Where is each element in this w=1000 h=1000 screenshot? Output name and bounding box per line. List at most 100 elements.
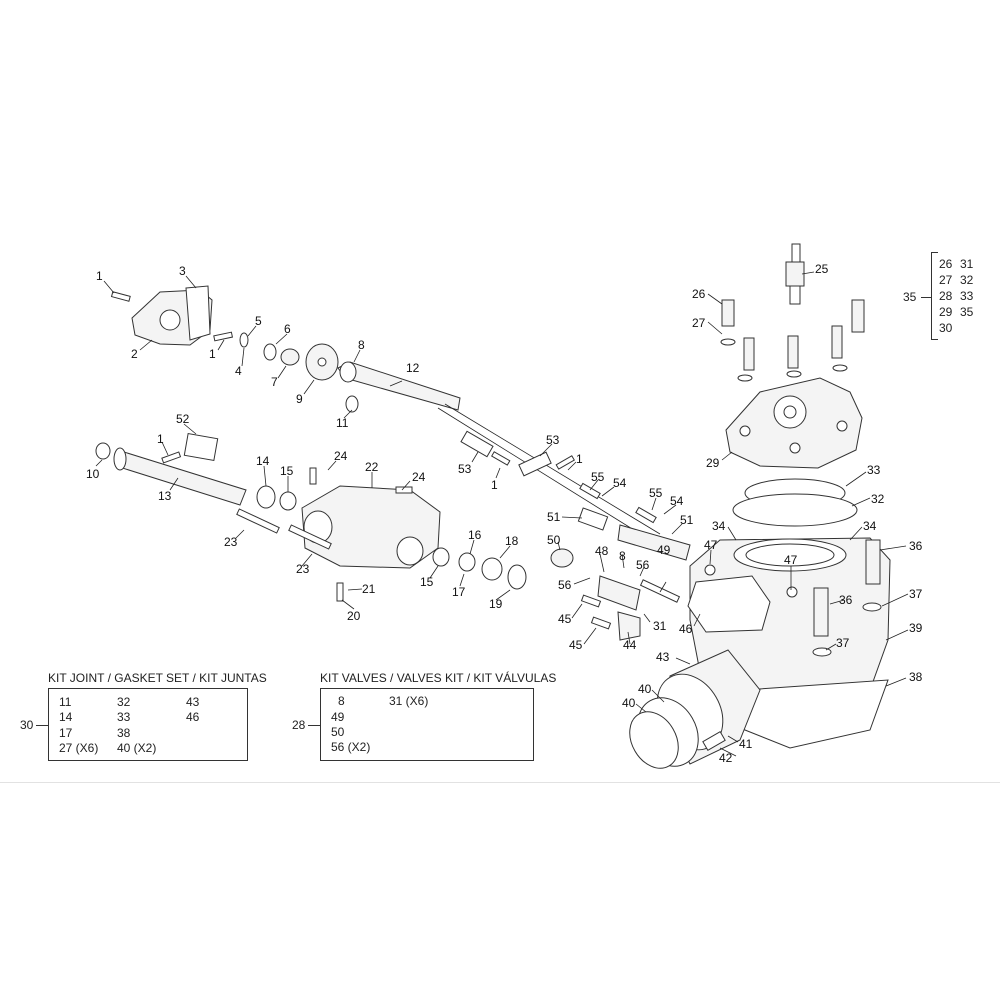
callout-53: 53 [458,462,472,476]
callout-6: 6 [284,322,291,336]
callout-43: 43 [656,650,670,664]
callout-27: 27 [692,316,706,330]
callout-46: 46 [679,622,693,636]
cylinder-block [687,537,891,749]
valves-kit-ref: 28 [292,718,306,732]
callout-1: 1 [96,269,103,283]
callout-16: 16 [468,528,482,542]
callout-31: 31 [653,619,667,633]
callout-49: 49 [657,543,671,557]
callout-17: 17 [452,585,466,599]
gasket-kit-item: 33 [117,710,131,724]
callout-52: 52 [176,412,190,426]
callout-2: 2 [131,347,138,361]
callout-54: 54 [670,494,684,508]
callout-38: 38 [909,670,923,684]
actuator-cover-part [110,285,213,346]
callout-29: 29 [706,456,720,470]
valve-lever-group [550,548,681,641]
callout-12: 12 [406,361,420,375]
head-kit-item: 31 [960,257,974,271]
callout-51: 51 [547,510,561,524]
head-kit-item: 35 [960,305,974,319]
callout-23: 23 [224,535,238,549]
callout-37: 37 [836,636,850,650]
callout-25: 25 [815,262,829,276]
head-bolts [720,299,865,382]
spark-plug [785,243,805,305]
callout-24: 24 [412,470,426,484]
callout-37: 37 [909,587,923,601]
callout-10: 10 [86,467,100,481]
power-valve-housing [236,467,527,602]
exhaust-manifold [629,649,761,769]
callout-1: 1 [491,478,498,492]
valves-kit-item: 56 (X2) [331,740,371,754]
callout-7: 7 [271,375,278,389]
callout-40: 40 [622,696,636,710]
callout-32: 32 [871,492,885,506]
callout-56: 56 [636,558,650,572]
head-kit-item: 27 [939,273,953,287]
head-kit-item: 29 [939,305,953,319]
head-kit-item: 26 [939,257,953,271]
callout-51: 51 [680,513,694,527]
callout-8: 8 [619,549,626,563]
callout-21: 21 [362,582,376,596]
gasket-kit-box [48,688,248,761]
callout-1: 1 [209,347,216,361]
gasket-kit-item: 17 [59,726,73,740]
callout-41: 41 [739,737,753,751]
callout-5: 5 [255,314,262,328]
valve-pulley-and-shaft [305,343,461,413]
callout-4: 4 [235,364,242,378]
valves-kit-item: 8 [338,694,345,708]
head-kit-ref: 35 [903,290,917,304]
gasket-kit-item: 38 [117,726,131,740]
gasket-kit-title: KIT JOINT / GASKET SET / KIT JUNTAS [48,671,267,685]
linkage-rod [437,403,691,561]
callout-13: 13 [158,489,172,503]
head-gaskets [732,478,858,527]
callout-24: 24 [334,449,348,463]
gasket-kit-item: 43 [186,695,200,709]
callout-36: 36 [909,539,923,553]
callout-54: 54 [613,476,627,490]
callout-45: 45 [558,612,572,626]
callout-14: 14 [256,454,270,468]
gasket-kit-connector [36,725,48,726]
callout-34: 34 [863,519,877,533]
leader-lines [95,271,909,757]
gasket-kit-item: 46 [186,710,200,724]
head-kit-item: 32 [960,273,974,287]
callout-34: 34 [712,519,726,533]
callout-45: 45 [569,638,583,652]
callout-labels: 1 3 2 1 5 4 6 7 9 8 12 11 52 1 10 13 14 … [86,262,923,765]
gasket-kit-item: 14 [59,710,73,724]
valves-kit-item: 50 [331,725,345,739]
callout-44: 44 [623,638,637,652]
callout-22: 22 [365,460,379,474]
head-kit-item: 28 [939,289,953,303]
callout-9: 9 [296,392,303,406]
small-hardware-group [213,331,300,366]
valves-kit-connector [308,725,320,726]
cylinder-head [725,377,863,469]
gasket-kit-item: 27 (X6) [59,741,99,755]
callout-19: 19 [489,597,503,611]
callout-23: 23 [296,562,310,576]
head-kit-item: 30 [939,321,953,335]
gasket-kit-item: 32 [117,695,131,709]
valves-kit-item: 31 (X6) [389,694,429,708]
gasket-kit-item: 11 [59,695,72,709]
callout-1: 1 [576,452,583,466]
callout-20: 20 [347,609,361,623]
callout-8: 8 [358,338,365,352]
callout-26: 26 [692,287,706,301]
valve-rod-group [95,432,247,506]
valves-kit-box [320,688,534,761]
callout-55: 55 [591,470,605,484]
gasket-kit-ref: 30 [20,718,34,732]
callout-15: 15 [420,575,434,589]
